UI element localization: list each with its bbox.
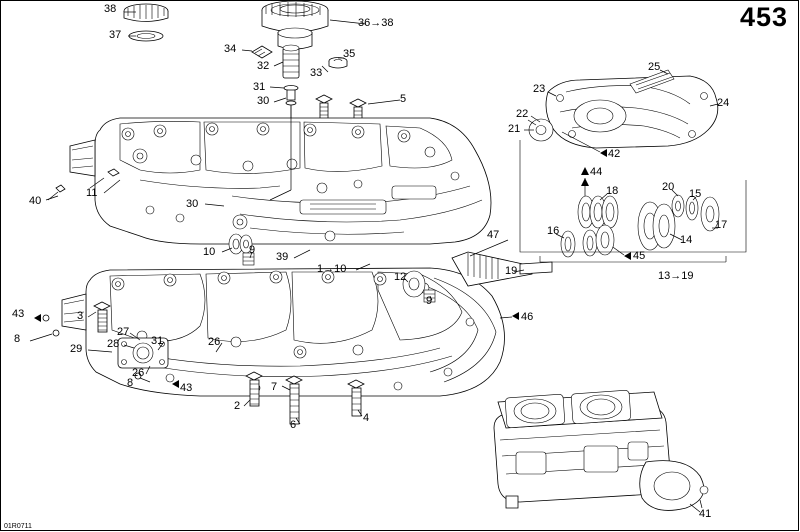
part-group-10: [228, 233, 253, 255]
intake-assembly: [493, 389, 709, 511]
callout-42: 42: [608, 148, 621, 160]
callout-34: 34: [224, 43, 237, 55]
part-group-11-40: [47, 168, 120, 201]
callout-25: 25: [648, 61, 661, 73]
part-group-42: [561, 131, 607, 157]
callout-7: 7: [271, 381, 278, 393]
callout-9a: 9: [249, 244, 256, 256]
callout-45: 45: [633, 250, 646, 262]
callout-14: 14: [680, 234, 693, 246]
callout-3: 3: [77, 310, 84, 322]
callout-44: 44: [590, 166, 603, 178]
part-group-5: [315, 94, 367, 126]
callout-17: 17: [715, 219, 728, 231]
callout-4: 4: [363, 412, 370, 424]
callout-43a: 43: [12, 308, 25, 320]
page-code: 01R0711: [4, 523, 32, 530]
crankcase-upper-half: [69, 117, 492, 245]
part-group-46: [499, 312, 519, 320]
shaft-bearing-stack: [519, 140, 747, 263]
callout-46: 46: [521, 311, 534, 323]
callout-24: 24: [717, 97, 730, 109]
callout-47: 47: [487, 229, 500, 241]
part-group-43-8: [29, 314, 179, 388]
part-group-36-38: [261, 0, 329, 50]
callout-12: 12: [394, 271, 407, 283]
crankcase-lower-half: [61, 267, 505, 397]
callout-13-19: 13→19: [658, 270, 694, 282]
callout-40: 40: [29, 195, 42, 207]
callout-5: 5: [400, 93, 407, 105]
leader-lines: [45, 11, 719, 513]
callout-36-38: 36→38: [358, 17, 394, 29]
callout-28: 28: [107, 338, 120, 350]
callout-11: 11: [86, 187, 98, 199]
part-group-31-35: [251, 44, 348, 120]
callout-37: 37: [109, 29, 122, 41]
callout-23: 23: [533, 83, 546, 95]
callout-30b: 30: [186, 198, 199, 210]
callout-22: 22: [516, 108, 529, 120]
part-group-12: [402, 270, 436, 303]
callout-31b: 31: [151, 335, 164, 347]
part-group-37-38: [123, 3, 169, 42]
callout-41: 41: [699, 508, 712, 520]
callout-20: 20: [662, 181, 675, 193]
page-title: 453: [739, 2, 788, 32]
callout-18: 18: [606, 185, 619, 197]
callout-29: 29: [70, 343, 83, 355]
part-group-3: [93, 301, 111, 333]
callout-16: 16: [547, 225, 560, 237]
callout-27: 27: [117, 326, 130, 338]
part-group-9a: [242, 252, 255, 266]
callout-35: 35: [343, 48, 356, 60]
callout-33: 33: [310, 67, 323, 79]
callout-1-10: 1→10: [317, 263, 347, 275]
callout-32: 32: [257, 60, 270, 72]
callout-21: 21: [508, 123, 521, 135]
callout-39: 39: [276, 251, 289, 263]
callout-19: 19: [505, 265, 518, 277]
callout-43b: 43: [180, 382, 193, 394]
callout-30a: 30: [257, 95, 270, 107]
callout-26b: 26: [132, 367, 145, 379]
rotary-valve-shaft: [451, 239, 553, 287]
callout-31: 31: [253, 81, 266, 93]
callout-8a: 8: [14, 333, 21, 345]
callout-8b: 8: [127, 377, 134, 389]
callout-26a: 26: [208, 336, 221, 348]
part-group-bolts-bottom: [245, 371, 365, 425]
callout-9b: 9: [426, 295, 433, 307]
callout-6: 6: [290, 419, 297, 431]
callout-15: 15: [689, 188, 702, 200]
callout-10: 10: [203, 246, 216, 258]
callout-2: 2: [234, 400, 241, 412]
callout-38a: 38: [104, 3, 117, 15]
part-group-44: [581, 167, 589, 200]
rotary-valve-cover: [527, 69, 719, 149]
